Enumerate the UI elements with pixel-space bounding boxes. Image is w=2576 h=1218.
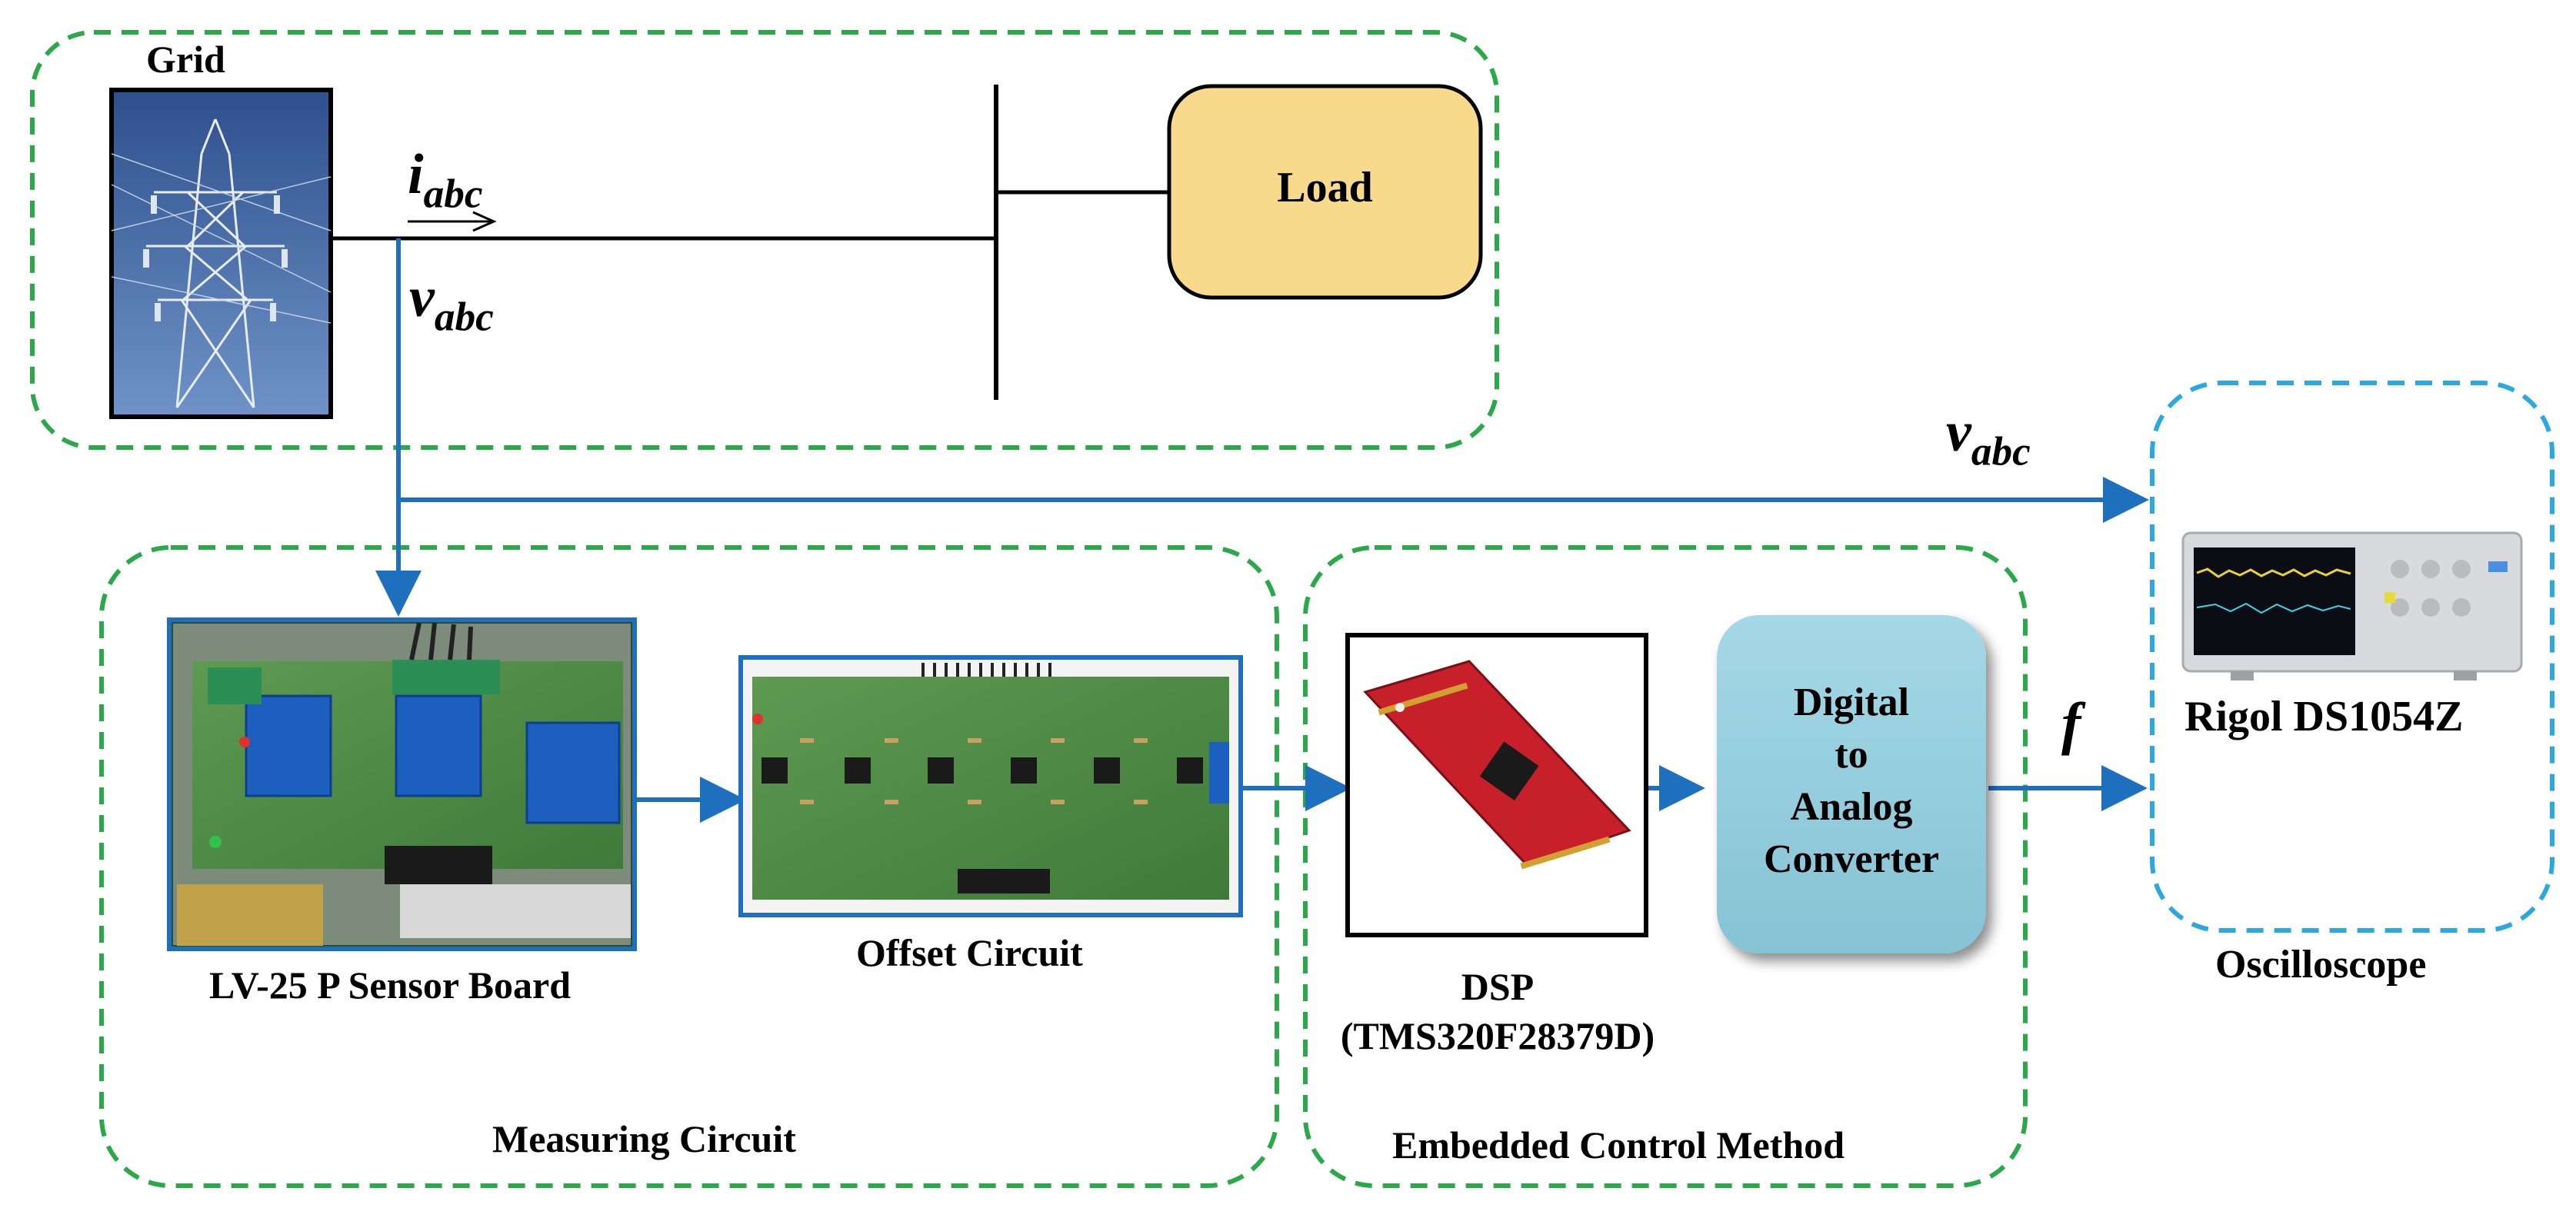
oscilloscope-group-label: Oscilloscope xyxy=(2215,943,2427,987)
oscilloscope-model-label: Rigol DS1054Z xyxy=(2184,693,2464,740)
measuring-group-border xyxy=(99,545,1279,1188)
dsp-board-photo xyxy=(1345,633,1648,937)
grid-voltage-subscript: abc xyxy=(434,294,494,340)
load-box xyxy=(1167,84,1483,300)
offset-circuit-photo xyxy=(738,655,1243,917)
grid-group-border xyxy=(30,30,1499,450)
measuring-group-label: Measuring Circuit xyxy=(492,1117,796,1160)
grid-voltage-symbol: v xyxy=(409,266,435,329)
load-label: Load xyxy=(1277,164,1373,211)
transmission-tower-photo xyxy=(109,88,333,419)
grid-title: Grid xyxy=(146,38,225,81)
signal-voltage-label: vabc xyxy=(1946,400,2031,475)
dac-label-line4: Converter xyxy=(1763,837,1940,881)
dac-label-line1: Digital xyxy=(1793,681,1910,724)
grid-voltage-label: vabc xyxy=(409,265,494,341)
oscilloscope-photo xyxy=(2181,531,2523,681)
dsp-label-line2: (TMS320F28379D) xyxy=(1340,1014,1655,1057)
dac-label-line2: to xyxy=(1835,733,1868,777)
current-symbol-label: iabc xyxy=(408,142,482,218)
dac-box xyxy=(1717,615,1986,953)
embedded-group-label: Embedded Control Method xyxy=(1392,1123,1845,1166)
current-direction-arrowhead xyxy=(472,211,497,232)
dac-label-line3: Analog xyxy=(1790,785,1913,829)
signal-voltage-symbol: v xyxy=(1946,401,1971,464)
embedded-group-border xyxy=(1303,545,2028,1188)
current-symbol: i xyxy=(408,143,424,206)
frequency-label: f xyxy=(2061,691,2081,756)
sensor-board-label: LV-25 P Sensor Board xyxy=(209,963,571,1007)
dsp-label-line1: DSP xyxy=(1461,965,1535,1008)
offset-circuit-label: Offset Circuit xyxy=(856,931,1083,974)
signal-voltage-subscript: abc xyxy=(1971,428,2031,474)
current-subscript: abc xyxy=(423,171,483,217)
sensor-board-photo xyxy=(167,617,637,951)
